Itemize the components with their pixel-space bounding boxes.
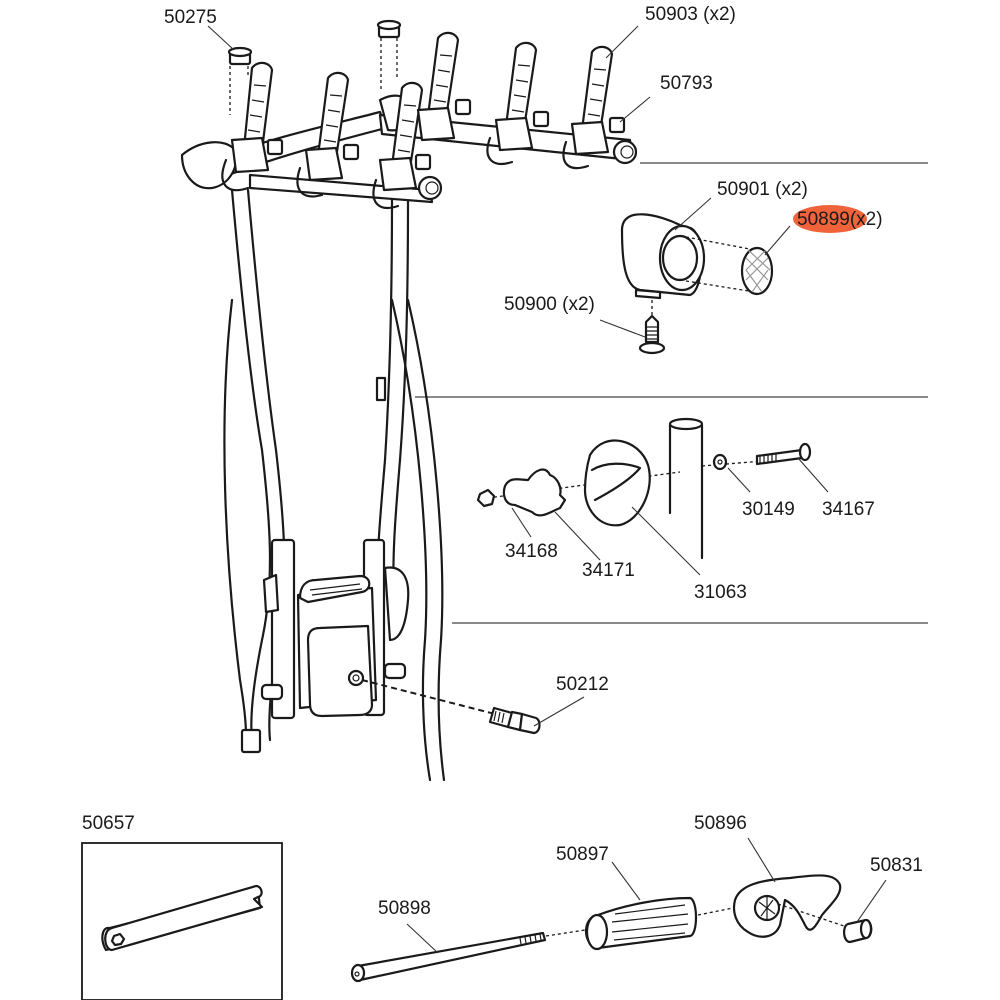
knob-34171 (502, 468, 567, 517)
handle-assembly-group (350, 874, 873, 983)
reflector-50899 (740, 246, 774, 296)
screw-50900 (644, 314, 660, 344)
part-label-50899[interactable]: 50899(x2) (797, 209, 883, 230)
part-label-34168: 34168 (505, 541, 558, 562)
threaded-stud-left (260, 683, 284, 701)
wheel-holder-2 (296, 71, 360, 198)
frame-leg-right-inner (392, 198, 410, 602)
cradle-loop (562, 140, 590, 170)
frame-hinge-knob (180, 141, 238, 190)
wheel-holder-3 (372, 81, 432, 209)
cradle-loop (372, 178, 400, 209)
lever-50896 (732, 874, 842, 938)
washer-30149 (712, 453, 728, 471)
part-label-50903: 50903 (x2) (645, 4, 736, 25)
ratchet-strap (390, 81, 424, 170)
tool-box-50657 (81, 842, 283, 1000)
lower-bar-front (248, 173, 434, 204)
strap-buckle-housing (416, 106, 456, 142)
leader-lines (207, 25, 887, 954)
frame-leg-left (230, 188, 272, 742)
strap-clip (375, 376, 387, 402)
wheel-holder-5 (486, 41, 550, 165)
part-label-50212: 50212 (556, 674, 609, 695)
coupling-handle (298, 574, 371, 604)
strap-right (390, 298, 432, 782)
coupling-clamp-block (306, 624, 374, 718)
part-labels: 50275 50903 (x2) 50793 50901 (x2) 50899(… (82, 4, 923, 919)
part-label-34167: 34167 (822, 499, 875, 520)
strap-left (223, 298, 248, 737)
clamp-bolt-hole (347, 669, 365, 687)
strap-buckle (240, 728, 262, 754)
post-tube (668, 417, 704, 431)
part-label-30149: 30149 (742, 499, 795, 520)
part-label-50898: 50898 (378, 898, 431, 919)
wrench-hex-hole (110, 932, 126, 947)
cradle-loop (486, 136, 514, 165)
part-label-50896: 50896 (694, 813, 747, 834)
strap-buckle-housing (570, 120, 610, 156)
part-label-50831: 50831 (870, 855, 923, 876)
strap-buckle-housing (378, 156, 418, 192)
wall-mount-group (476, 417, 812, 560)
side-lock-knob (383, 566, 410, 642)
ratchet-strap (580, 45, 614, 134)
end-plug-opening (661, 234, 699, 282)
part-label-34171: 34171 (582, 560, 635, 581)
end-cap-50275-a (227, 46, 253, 115)
part-label-50897: 50897 (556, 844, 609, 865)
ratchet-strap (426, 31, 460, 120)
part-label-50793: 50793 (660, 73, 713, 94)
side-latch (262, 573, 280, 614)
ratchet-strap (316, 71, 350, 160)
bolt-50898 (352, 931, 547, 982)
strap-right-inner (406, 298, 446, 782)
carrier-main-assembly (180, 19, 638, 782)
part-label-50901: 50901 (x2) (717, 179, 808, 200)
nut-34168 (476, 488, 496, 508)
strap-buckle-housing (494, 116, 534, 152)
strap-buckle-housing (304, 146, 344, 182)
part-label-50275: 50275 (164, 7, 217, 28)
highlight-marker (793, 205, 867, 233)
wheel-holder-4 (416, 31, 472, 142)
end-cap-50275-b (376, 19, 402, 92)
end-plug-group (620, 213, 774, 355)
mount-disc-31063 (583, 439, 651, 527)
part-label-50657: 50657 (82, 813, 135, 834)
strap-buckle-housing (230, 136, 270, 174)
part-label-31063: 31063 (694, 582, 747, 603)
ratchet-strap (504, 41, 538, 130)
bolt-50212 (361, 679, 541, 735)
part-label-50900: 50900 (x2) (504, 294, 595, 315)
threaded-stud-right (383, 662, 407, 680)
ratchet-strap (242, 61, 274, 152)
cradle-loop (221, 158, 250, 192)
cradle-loop (296, 166, 324, 198)
wheel-holder-1 (221, 61, 284, 192)
